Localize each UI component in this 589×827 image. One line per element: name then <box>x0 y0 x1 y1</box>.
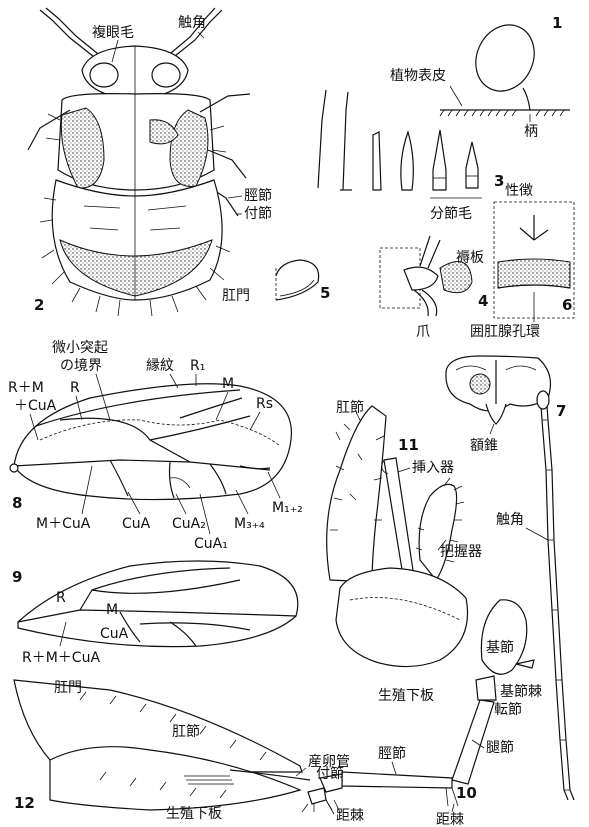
microspinule-boundary-label-2: の境界 <box>60 358 102 374</box>
fig1-egg-drawing <box>440 15 570 116</box>
fig2-nymph-drawing <box>28 8 250 316</box>
vein-M-label: M <box>222 376 234 392</box>
figure-number-6: 6 <box>562 296 572 314</box>
fig10-tibia-label: 脛節 <box>378 745 406 762</box>
claw-label: 爪 <box>416 324 430 340</box>
segmented-seta-label: 分節毛 <box>430 205 472 222</box>
compound-eye-seta-label: 複眼毛 <box>92 24 134 41</box>
vein-R1-label: R₁ <box>190 358 205 374</box>
vein-M34-label: M₃₊₄ <box>234 516 265 532</box>
vein-Rs-label: Rs <box>256 396 273 412</box>
figure-number-9: 9 <box>12 568 22 586</box>
microspinule-boundary-label-1: 微小突起 <box>52 340 108 356</box>
fig2-antenna-label: 触角 <box>178 15 206 31</box>
vein-RMCuA-label-2: ＋CuA <box>14 398 57 414</box>
fig3-setae-drawing <box>318 90 482 198</box>
fig2-tibia-leader <box>228 196 242 198</box>
figure-number-8: 8 <box>12 494 22 512</box>
fig7-antenna-label: 触角 <box>496 512 524 528</box>
fig9-vein-R-label: R <box>56 590 66 606</box>
fig7-antenna-leader <box>526 528 548 540</box>
vein-CuA1-label: CuA₁ <box>194 536 228 552</box>
fig12-proctiger-label: 肛節 <box>172 723 200 740</box>
vein-RMCuA-label-1: R＋M <box>8 380 44 396</box>
fig2-tibia-label: 脛節 <box>244 187 272 204</box>
pulvillus-label: 褥板 <box>456 249 484 266</box>
figure-number-4: 4 <box>478 292 488 310</box>
fig7-head-drawing <box>446 356 574 800</box>
trochanter-label: 転節 <box>494 701 522 718</box>
vein-M-CuA-label: M＋CuA <box>36 516 91 532</box>
vein-M12-label: M₁₊₂ <box>272 500 303 516</box>
aedeagus-label: 挿入器 <box>412 460 454 476</box>
fig11-proctiger-label: 肛節 <box>336 399 364 416</box>
fig9-vein-CuA-label: CuA <box>100 626 129 642</box>
aedeagus-leader <box>398 468 410 472</box>
fig11-subgenital-plate-label: 生殖下板 <box>378 687 434 704</box>
vein-CuA-label: CuA <box>122 516 151 532</box>
plant-epidermis-leader <box>450 86 462 106</box>
figure-number-5: 5 <box>320 284 330 302</box>
sex-mark-label: 性徴 <box>505 183 533 199</box>
frontal-cone-label: 額錐 <box>470 438 498 454</box>
figure-number-7: 7 <box>556 402 566 420</box>
fig4-tarsus-drawing <box>380 236 472 316</box>
fig9-vein-RMCuA-label: R＋M＋CuA <box>22 650 100 666</box>
coxal-spine-label: 基節棘 <box>500 683 542 700</box>
plant-epidermis-label: 植物表皮 <box>390 68 446 84</box>
vein-CuA2-label: CuA₂ <box>172 516 206 532</box>
figure-number-12: 12 <box>14 794 35 812</box>
pterostigma-label: 縁紋 <box>146 358 174 374</box>
paramere-label: 把握器 <box>440 544 482 560</box>
figure-number-11: 11 <box>398 436 419 454</box>
fig12-anus-label: 肛門 <box>54 680 82 696</box>
fig12-subgenital-plate-label: 生殖下板 <box>166 805 222 822</box>
tibial-spur-label: 距棘 <box>336 808 364 824</box>
frontal-cone-leader <box>490 424 494 434</box>
femur-label: 腿節 <box>486 739 514 756</box>
fig12-female-terminalia-drawing <box>14 680 310 810</box>
fig9-vein-M-label: M <box>106 602 118 618</box>
circumanal-pore-ring-label: 囲肛腺孔環 <box>470 324 540 340</box>
figure-number-3: 3 <box>494 172 504 190</box>
stalk-label: 柄 <box>524 124 538 140</box>
figure-number-10: 10 <box>456 784 477 802</box>
vein-R-label: R <box>70 380 80 396</box>
fig5-anus-drawing <box>276 260 319 300</box>
ovipositor-label: 産卵管 <box>308 754 350 770</box>
fig5-anus-label: 肛門 <box>222 288 250 304</box>
figure-number-2: 2 <box>34 296 44 314</box>
tarsal-spur-label: 距棘 <box>436 812 464 827</box>
figure-number-1: 1 <box>552 14 562 32</box>
coxa-label: 基節 <box>486 639 514 656</box>
fig2-tarsus-label: 付節 <box>244 205 272 222</box>
